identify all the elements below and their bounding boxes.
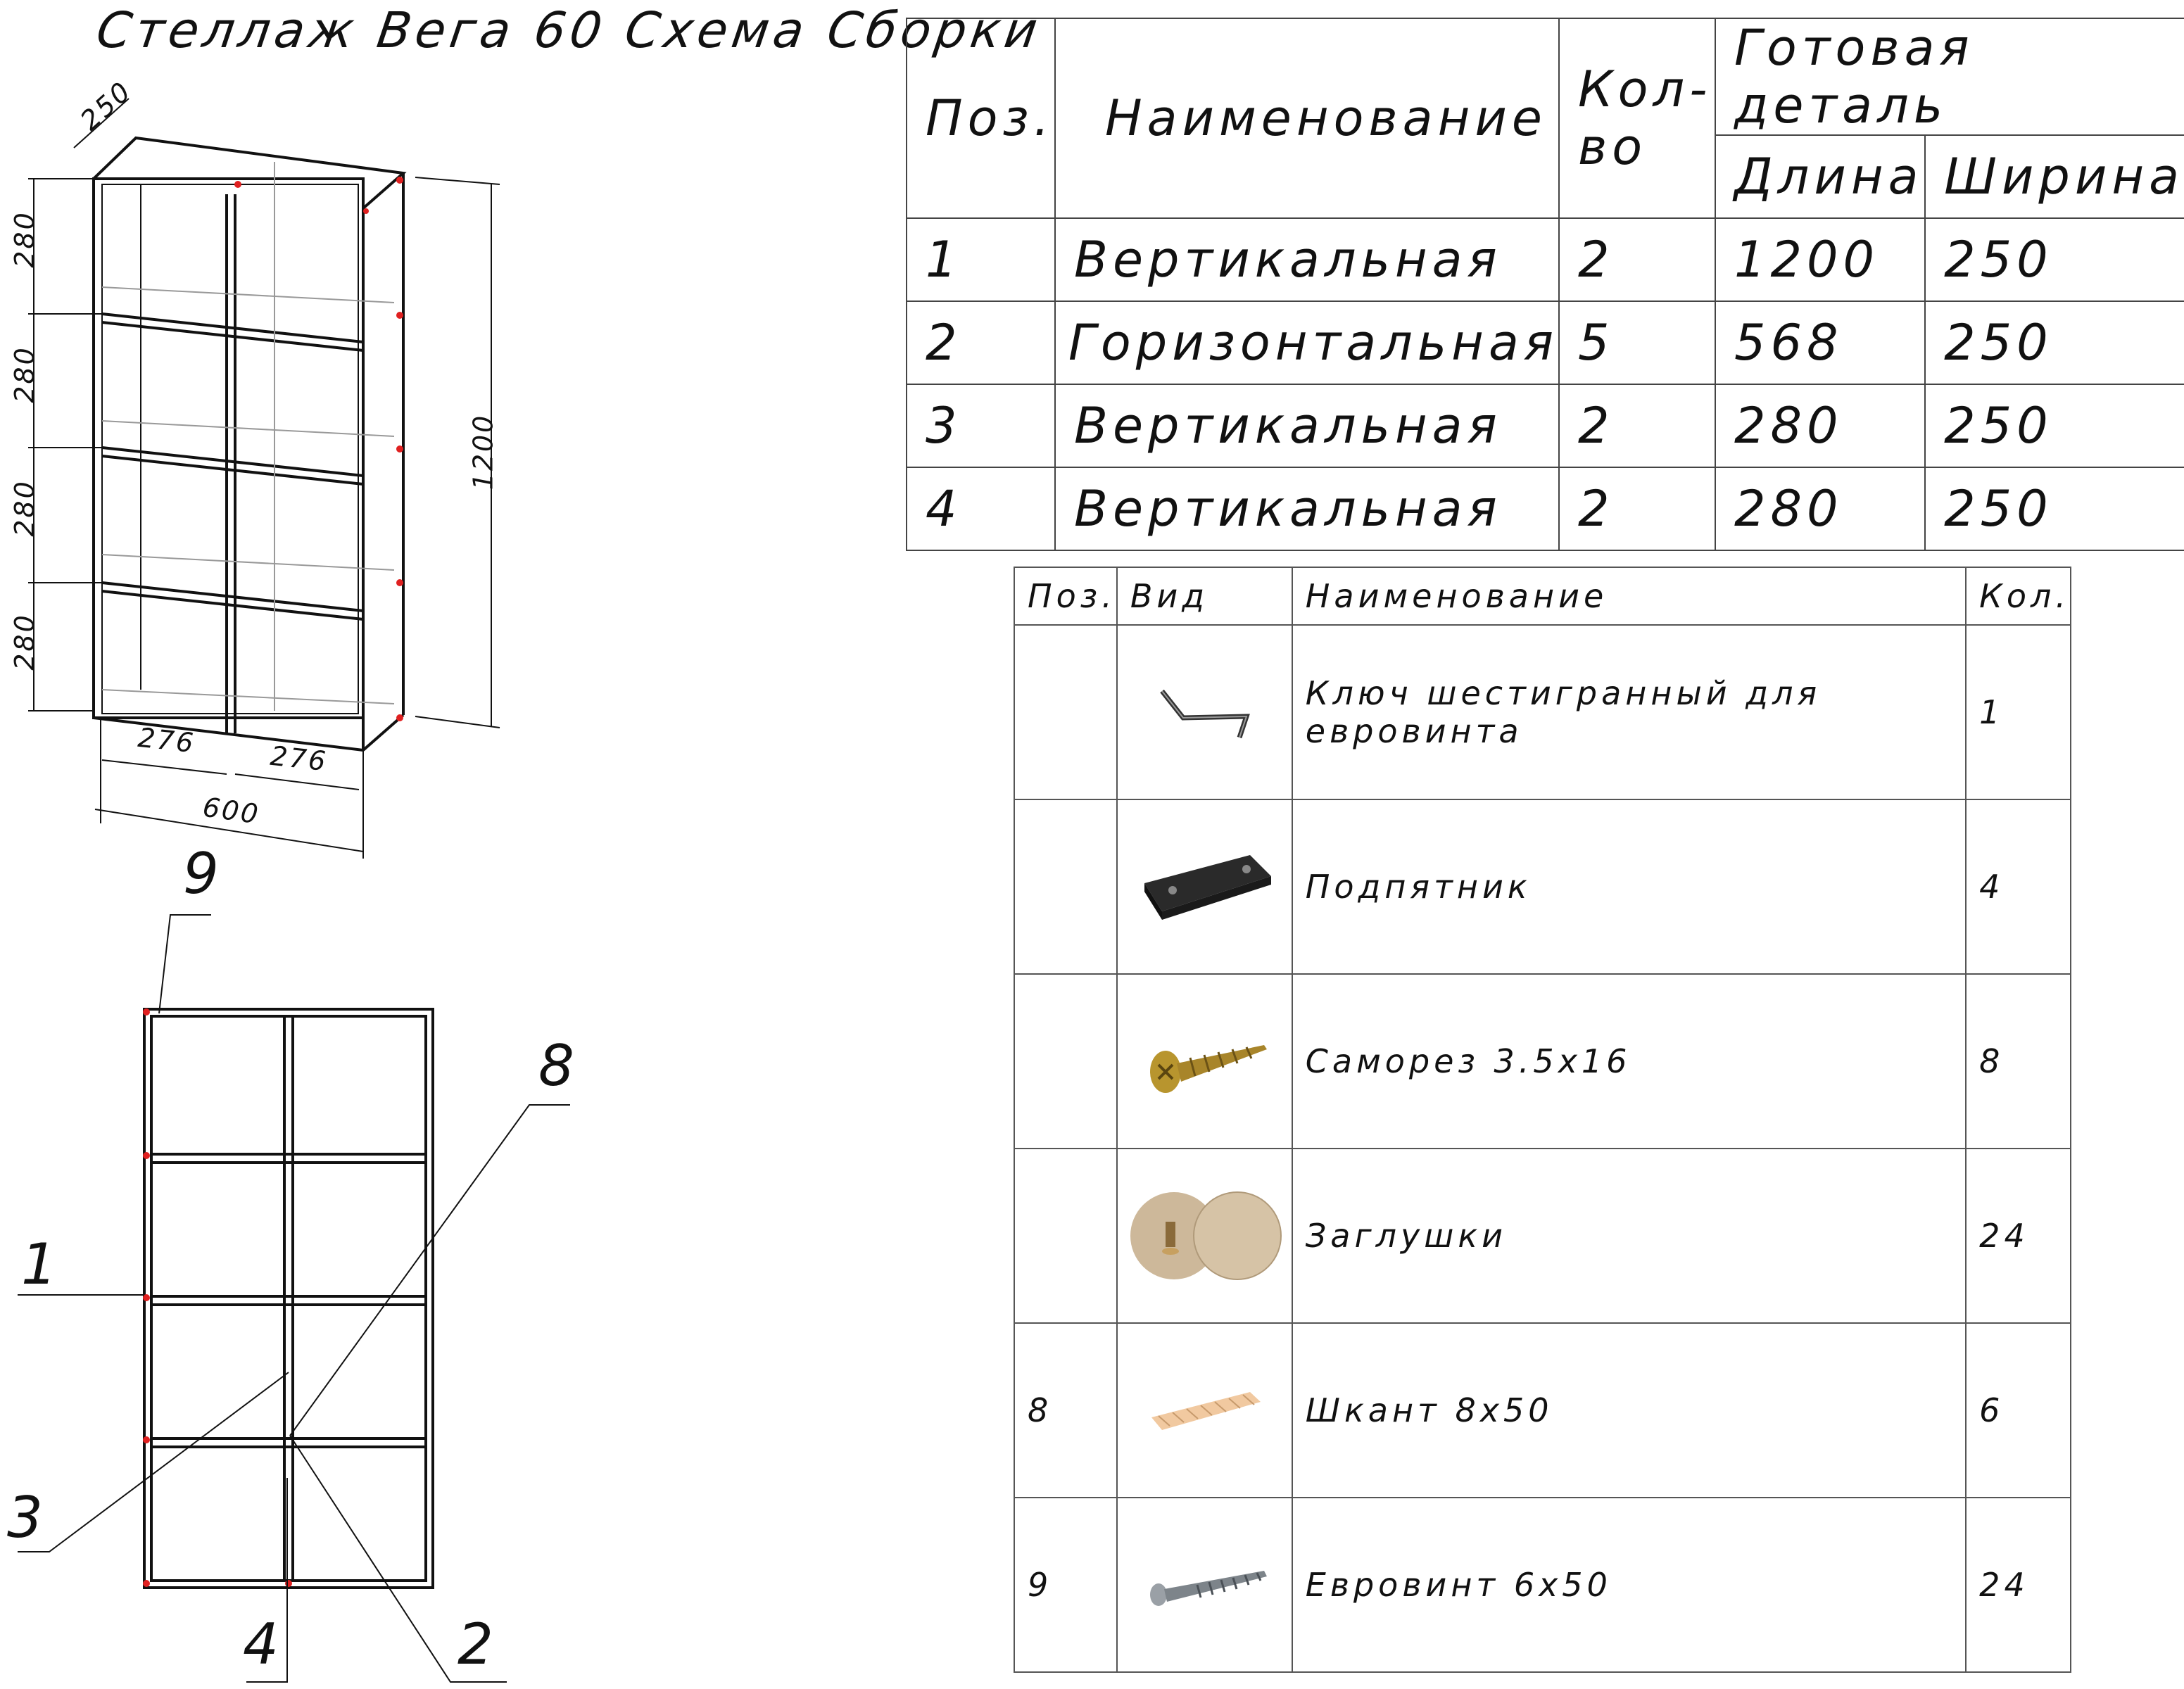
hw-pos [1014, 973, 1118, 1149]
parts-row: 2 Горизонтальная 5 568 250 [906, 301, 2184, 385]
front-view-drawing [18, 914, 570, 1683]
part-qty: 2 [1558, 384, 1716, 468]
hw-qty: 8 [1965, 973, 2071, 1149]
callout-3: 3 [7, 1485, 43, 1550]
hw-qty: 24 [1965, 1497, 2071, 1673]
isometric-shelf-drawing [28, 98, 500, 859]
parts-table: Поз. Наименование Кол-во Готовая деталь … [906, 18, 2184, 551]
hw-row: Ключ шестигранный для евровинта 1 [1014, 624, 2071, 800]
parts-header-length: Длина [1714, 134, 1926, 219]
parts-header-name: Наименование [1054, 18, 1560, 219]
dim-section-4: 280 [8, 613, 40, 671]
hw-qty: 6 [1965, 1322, 2071, 1498]
dowel-icon [1151, 1392, 1261, 1430]
dim-section-2: 280 [8, 346, 40, 403]
hw-name: Евровинт 6x50 [1291, 1497, 1967, 1673]
parts-header-qty: Кол-во [1558, 18, 1716, 219]
hw-pos [1014, 799, 1118, 975]
hw-row: Подпятник 4 [1014, 799, 2071, 975]
hw-name: Подпятник [1291, 799, 1967, 975]
part-width: 250 [1924, 301, 2184, 385]
hex-key-icon [1160, 689, 1251, 739]
cap-plugs-icon [1130, 1191, 1282, 1280]
hw-pos: 9 [1014, 1497, 1118, 1673]
part-qty: 5 [1558, 301, 1716, 385]
hw-name: Ключ шестигранный для евровинта [1291, 624, 1967, 800]
part-pos: 1 [906, 217, 1056, 302]
hw-header-view: Вид [1116, 567, 1293, 626]
dim-section-3: 280 [8, 479, 40, 537]
part-length: 568 [1714, 301, 1926, 385]
parts-header-width: Ширина [1924, 134, 2184, 219]
part-name: Вертикальная [1054, 217, 1560, 302]
parts-row: 3 Вертикальная 2 280 250 [906, 384, 2184, 468]
hw-view [1116, 973, 1293, 1149]
callout-2: 2 [457, 1612, 493, 1677]
callout-9: 9 [183, 841, 219, 906]
hw-header-qty: Кол. [1965, 567, 2071, 626]
hw-header-pos: Поз. [1014, 567, 1118, 626]
hw-view [1116, 1497, 1293, 1673]
hw-header-name: Наименование [1291, 567, 1967, 626]
hardware-table: Поз. Вид Наименование Кол. Ключ шестигра… [1014, 567, 2071, 1673]
part-qty: 2 [1558, 217, 1716, 302]
callout-1: 1 [21, 1232, 57, 1297]
foot-pad-icon [1144, 855, 1272, 920]
hw-qty: 1 [1965, 624, 2071, 800]
part-pos: 3 [906, 384, 1056, 468]
screw-icon [1150, 1045, 1268, 1093]
callout-4: 4 [243, 1612, 279, 1677]
part-name: Вертикальная [1054, 467, 1560, 551]
hw-row: Заглушки 24 [1014, 1148, 2071, 1324]
dim-cell-width-1: 276 [136, 721, 197, 759]
part-pos: 4 [906, 467, 1056, 551]
hw-pos [1014, 1148, 1118, 1324]
part-width: 250 [1924, 384, 2184, 468]
hw-row: 9 Евровинт 6x50 24 [1014, 1497, 2071, 1673]
part-name: Горизонтальная [1054, 301, 1560, 385]
euro-screw-icon [1150, 1571, 1268, 1606]
dim-cell-width-2: 276 [268, 740, 329, 778]
hw-pos: 8 [1014, 1322, 1118, 1498]
parts-row: 1 Вертикальная 2 1200 250 [906, 217, 2184, 302]
hw-view [1116, 1322, 1293, 1498]
hw-view [1116, 1148, 1293, 1324]
hw-qty: 4 [1965, 799, 2071, 975]
part-length: 1200 [1714, 217, 1926, 302]
parts-header-pos: Поз. [906, 18, 1056, 219]
callout-8: 8 [538, 1033, 574, 1099]
hw-view [1116, 624, 1293, 800]
hw-pos [1014, 624, 1118, 800]
part-width: 250 [1924, 217, 2184, 302]
hw-row: Саморез 3.5x16 8 [1014, 973, 2071, 1149]
hw-name: Шкант 8x50 [1291, 1322, 1967, 1498]
dim-section-1: 280 [8, 210, 40, 268]
hw-qty: 24 [1965, 1148, 2071, 1324]
parts-header-finished: Готовая деталь [1714, 18, 2184, 136]
dim-total-height: 1200 [467, 413, 499, 491]
part-qty: 2 [1558, 467, 1716, 551]
hw-name: Заглушки [1291, 1148, 1967, 1324]
hw-view [1116, 799, 1293, 975]
hw-name: Саморез 3.5x16 [1291, 973, 1967, 1149]
part-pos: 2 [906, 301, 1056, 385]
part-width: 250 [1924, 467, 2184, 551]
part-length: 280 [1714, 384, 1926, 468]
part-length: 280 [1714, 467, 1926, 551]
hw-row: 8 Шкант 8x50 6 [1014, 1322, 2071, 1498]
part-name: Вертикальная [1054, 384, 1560, 468]
parts-row: 4 Вертикальная 2 280 250 [906, 467, 2184, 551]
